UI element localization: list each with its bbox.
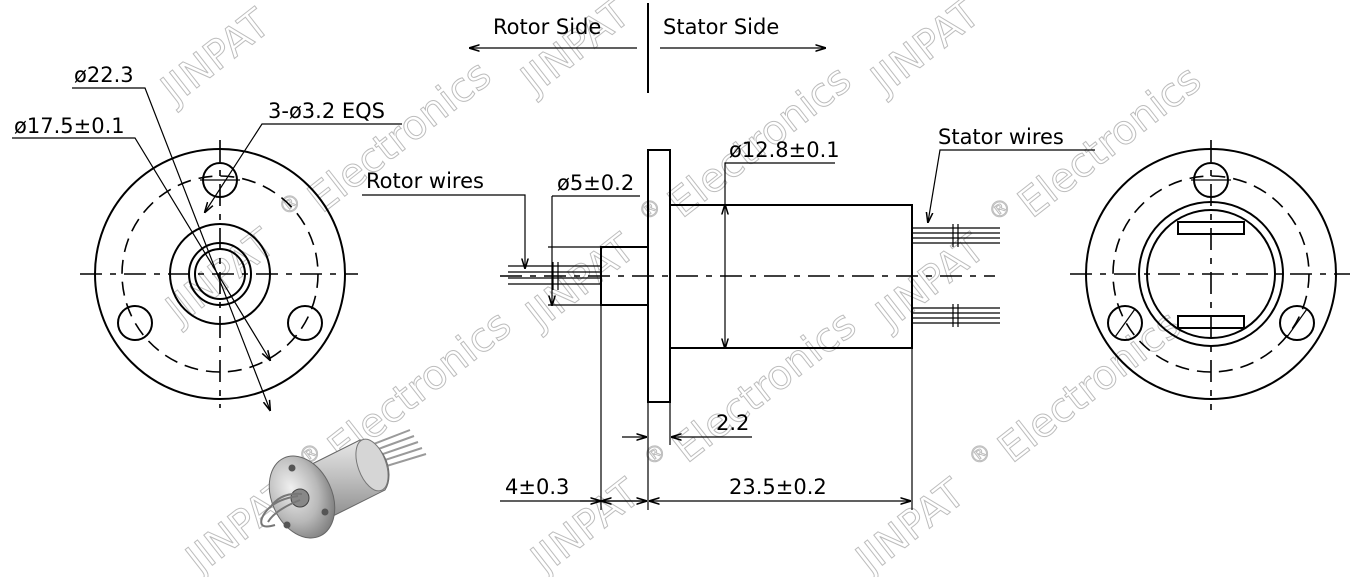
watermark-5: JINPAT ® Electronics xyxy=(515,56,860,340)
svg-text:Electronics: Electronics xyxy=(990,302,1190,472)
svg-text:JINPAT: JINPAT xyxy=(515,225,644,340)
right-wire-slot-bottom xyxy=(1177,315,1245,329)
stator-end-view xyxy=(1070,140,1350,410)
dia-5-label: ø5±0.2 xyxy=(557,171,634,195)
shaft-inner-circle xyxy=(194,248,246,300)
svg-text:®: ® xyxy=(639,438,672,471)
right-hole-left-slash xyxy=(1114,308,1136,338)
dim-4-label: 4±0.3 xyxy=(505,475,569,499)
stator-wires-leader xyxy=(928,149,1095,222)
svg-text:JINPAT: JINPAT xyxy=(150,0,279,115)
side-view: ø5±0.2 Rotor wires ø12.8±0.1 Stator wire… xyxy=(362,125,1095,510)
watermark-1: JINPAT xyxy=(150,0,280,115)
svg-text:JINPAT: JINPAT xyxy=(860,0,989,105)
right-body-inner xyxy=(1146,209,1276,339)
rotor-wire-bundle xyxy=(508,262,601,290)
product-illustration xyxy=(260,429,427,539)
rotor-wires-leader xyxy=(362,194,525,268)
right-body-outer xyxy=(1138,201,1284,347)
dia-17-leader xyxy=(12,137,270,360)
svg-text:®: ® xyxy=(634,193,667,226)
stator-wire-bundle-upper xyxy=(912,224,1000,247)
watermark-6: JINPAT ® Electronics xyxy=(865,56,1210,340)
rotor-wires-label: Rotor wires xyxy=(366,169,484,193)
stator-wires-label: Stator wires xyxy=(938,125,1064,149)
right-bolt-circle xyxy=(1112,175,1310,373)
watermark-7: JINPAT ® Electronics xyxy=(175,301,520,577)
watermark-8: JINPAT ® Electronics xyxy=(520,301,865,577)
svg-text:Electronics: Electronics xyxy=(665,302,865,472)
right-wire-slot-top xyxy=(1177,221,1245,235)
rotor-side-label: Rotor Side xyxy=(493,15,601,39)
dia-17-label: ø17.5±0.1 xyxy=(14,114,125,138)
flange-outer-circle xyxy=(94,148,346,400)
stator-side-label: Stator Side xyxy=(663,15,779,39)
stator-body xyxy=(670,204,913,349)
dia-22-label: ø22.3 xyxy=(74,63,134,87)
holes-leader xyxy=(205,123,402,212)
side-indicator: Rotor Side Stator Side xyxy=(470,3,825,93)
right-flange-outer xyxy=(1085,148,1337,400)
watermark-3: JINPAT xyxy=(860,0,990,105)
hub-circle xyxy=(169,223,271,325)
svg-text:JINPAT: JINPAT xyxy=(845,470,974,577)
rotor-front-view: ø22.3 ø17.5±0.1 3-ø3.2 EQS xyxy=(12,63,402,410)
right-hole-right-slash xyxy=(1286,308,1308,338)
bolt-circle xyxy=(121,175,319,373)
dim-23-5-label: 23.5±0.2 xyxy=(729,475,827,499)
dia-12-leader xyxy=(724,162,835,205)
stator-wire-bundle-lower xyxy=(912,304,1000,327)
mount-hole-left xyxy=(117,305,153,341)
svg-text:®: ® xyxy=(984,193,1017,226)
dim-2-2-label: 2.2 xyxy=(716,411,749,435)
dia-22-leader xyxy=(72,87,270,410)
holes-label: 3-ø3.2 EQS xyxy=(268,99,385,123)
mount-hole-right xyxy=(287,305,323,341)
svg-text:®: ® xyxy=(964,438,997,471)
watermark-9: JINPAT ® Electronics xyxy=(845,301,1190,577)
right-hole-left xyxy=(1107,305,1143,341)
shaft-outer-circle xyxy=(188,242,252,306)
dia-12-label: ø12.8±0.1 xyxy=(729,138,840,162)
rotor-shaft xyxy=(600,246,649,306)
svg-text:Electronics: Electronics xyxy=(300,52,500,222)
right-hole-right xyxy=(1279,305,1315,341)
